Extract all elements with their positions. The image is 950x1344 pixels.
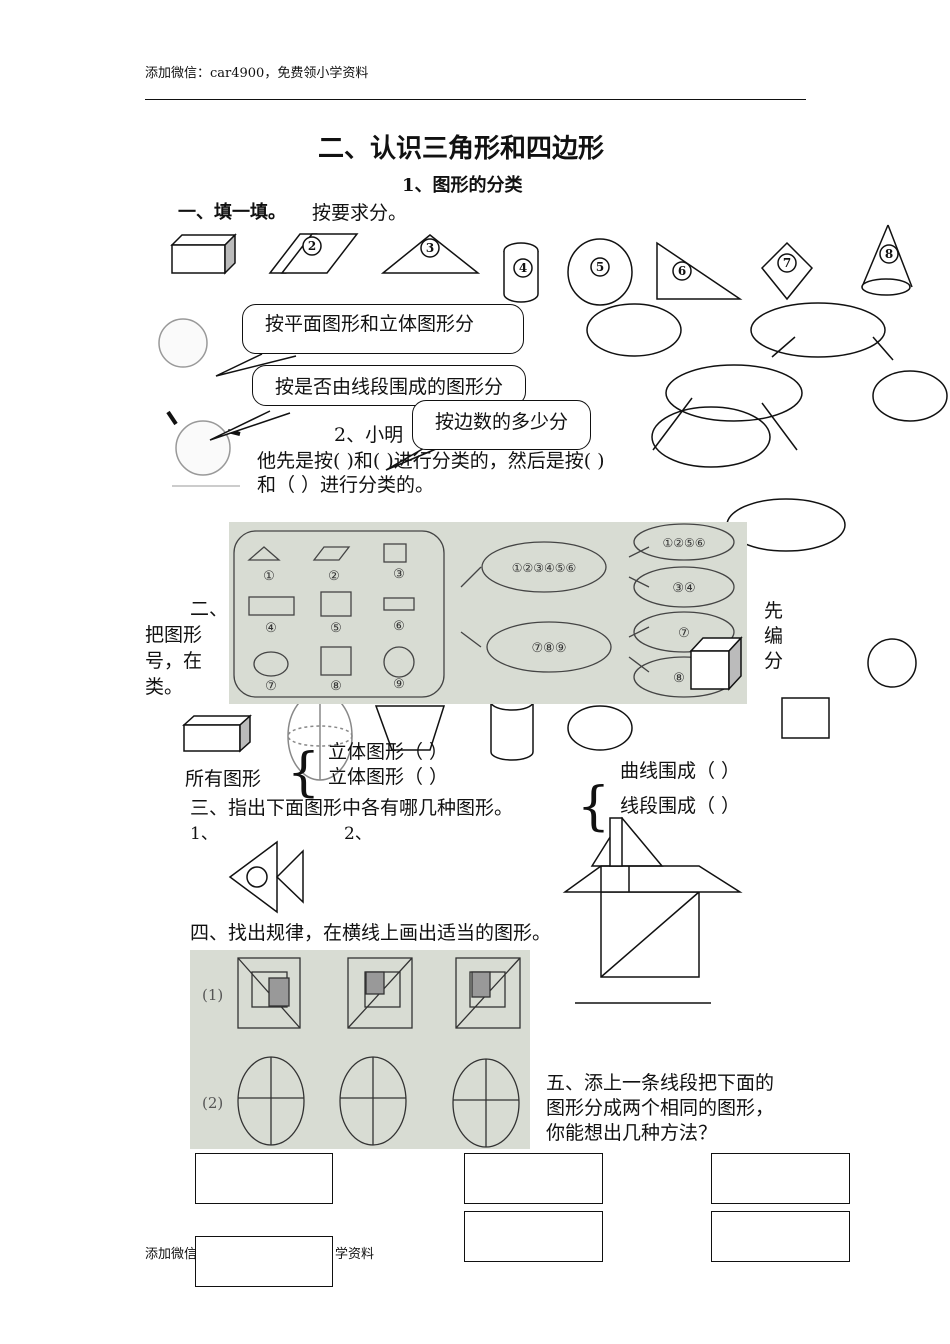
shape-number: 8 <box>885 247 893 261</box>
answer-rectangle <box>711 1153 850 1204</box>
sub-group-1-label: ①②⑤⑥ <box>662 536 705 550</box>
pattern-photo: (1) (2) <box>190 950 530 1149</box>
section4-heading: 四、找出规律，在横线上画出适当的图形。 <box>190 922 552 944</box>
q2-line2: 他先是按( )和( )进行分类的，然后是按( ) <box>257 450 605 472</box>
photo-number: ⑧ <box>330 679 342 694</box>
section3-item1: 1、 <box>190 824 218 844</box>
shape-number: 3 <box>426 241 434 255</box>
arrows <box>652 336 894 451</box>
photo-number: ⑨ <box>393 677 405 692</box>
parallelogram-shape <box>280 233 359 274</box>
group-label: ⑧ <box>673 671 685 686</box>
cone-shape <box>861 224 913 288</box>
group-label: ⑦⑧⑨ <box>532 641 567 656</box>
shape-number: 6 <box>678 264 686 278</box>
answer-rectangle <box>711 1211 850 1262</box>
answer-ellipse <box>665 364 803 422</box>
row-label-1: (1) <box>202 986 223 1004</box>
section2-text: 编 <box>764 625 784 647</box>
row-label-2: (2) <box>202 1094 223 1112</box>
group-label: ③④ <box>672 581 695 596</box>
shape-number: 5 <box>596 260 604 274</box>
photo-number: ④ <box>265 621 277 636</box>
answer-ellipse <box>651 406 771 468</box>
page-title: 二、认识三角形和四边形 <box>318 134 605 164</box>
header-divider <box>145 99 806 100</box>
footer-watermark-right: 学资料 <box>335 1247 375 1262</box>
q1-text: 按要求分。 <box>312 202 408 224</box>
group-label: ⑦ <box>678 626 690 641</box>
section3-heading: 三、指出下面图形中各有哪几种图形。 <box>190 797 514 819</box>
shape-number: 7 <box>783 256 791 270</box>
answer-ellipse <box>750 302 886 358</box>
photo-number: ③ <box>393 567 405 582</box>
ellipse-shape <box>567 705 633 751</box>
answer-rectangle <box>195 1153 333 1204</box>
speech-bubble-3: 按边数的多少分 <box>412 400 592 450</box>
segment-shapes: 线段围成（ ） <box>620 795 741 817</box>
photo-number: ⑥ <box>393 619 405 634</box>
solid-shapes-2: 立体图形（ ） <box>328 766 449 788</box>
section2-heading: 二、 <box>190 598 229 620</box>
shape-number: 2 <box>308 239 316 253</box>
section3-item2: 2、 <box>344 824 372 844</box>
q2-line3: 和（ ）进行分类的。 <box>257 474 435 496</box>
circle-shape <box>867 638 917 688</box>
photo-number: ① <box>263 569 275 584</box>
rectangle-shape <box>781 697 830 739</box>
brace: { <box>577 777 610 837</box>
all-shapes-label: 所有图形 <box>185 768 262 790</box>
shape-number: 4 <box>519 261 527 275</box>
q2-line1: 2、小明 <box>334 424 404 446</box>
photo-number: ② <box>328 569 340 584</box>
section1-heading: 一、填一填。 <box>178 202 286 223</box>
trapezoid-shape <box>374 705 446 751</box>
section2-text: 号，在 <box>145 650 203 672</box>
section5-line2: 图形分成两个相同的图形， <box>546 1097 775 1119</box>
mascot-goat-1 <box>158 318 208 368</box>
photo-number: ⑦ <box>265 679 277 694</box>
brace: { <box>287 743 320 803</box>
footer-watermark-left: 添加微信 <box>145 1247 198 1262</box>
section2-text: 先 <box>764 600 784 622</box>
section2-text: 把图形 <box>145 624 203 646</box>
page-subtitle: 1、图形的分类 <box>402 175 523 196</box>
curve-shapes: 曲线围成（ ） <box>620 760 741 782</box>
answer-ellipse <box>586 303 682 357</box>
answer-rectangle <box>195 1236 333 1287</box>
right-triangle-shape <box>656 241 743 300</box>
mascot-goat-2 <box>175 420 231 476</box>
photo-number: ⑤ <box>330 621 342 636</box>
speech-bubble-2: 按是否由线段围成的图形分 <box>252 365 527 406</box>
section5-line3: 你能想出几种方法？ <box>546 1122 718 1144</box>
cuboid-shape <box>183 724 241 752</box>
section5-line1: 五、添上一条线段把下面的 <box>546 1072 775 1094</box>
cylinder-shape <box>490 702 534 761</box>
speech-bubble-1: 按平面图形和立体图形分 <box>242 304 524 354</box>
group-a-label: ①②③④⑤⑥ <box>512 561 577 575</box>
answer-rectangle <box>464 1153 603 1204</box>
answer-ellipse <box>872 370 948 422</box>
section2-text: 分 <box>764 650 784 672</box>
solid-shapes-1: 立体图形（ ） <box>328 741 449 763</box>
answer-rectangle <box>464 1211 603 1262</box>
header-watermark: 添加微信：car4900，免费领小学资料 <box>145 66 369 81</box>
section2-text: 类。 <box>145 676 184 698</box>
